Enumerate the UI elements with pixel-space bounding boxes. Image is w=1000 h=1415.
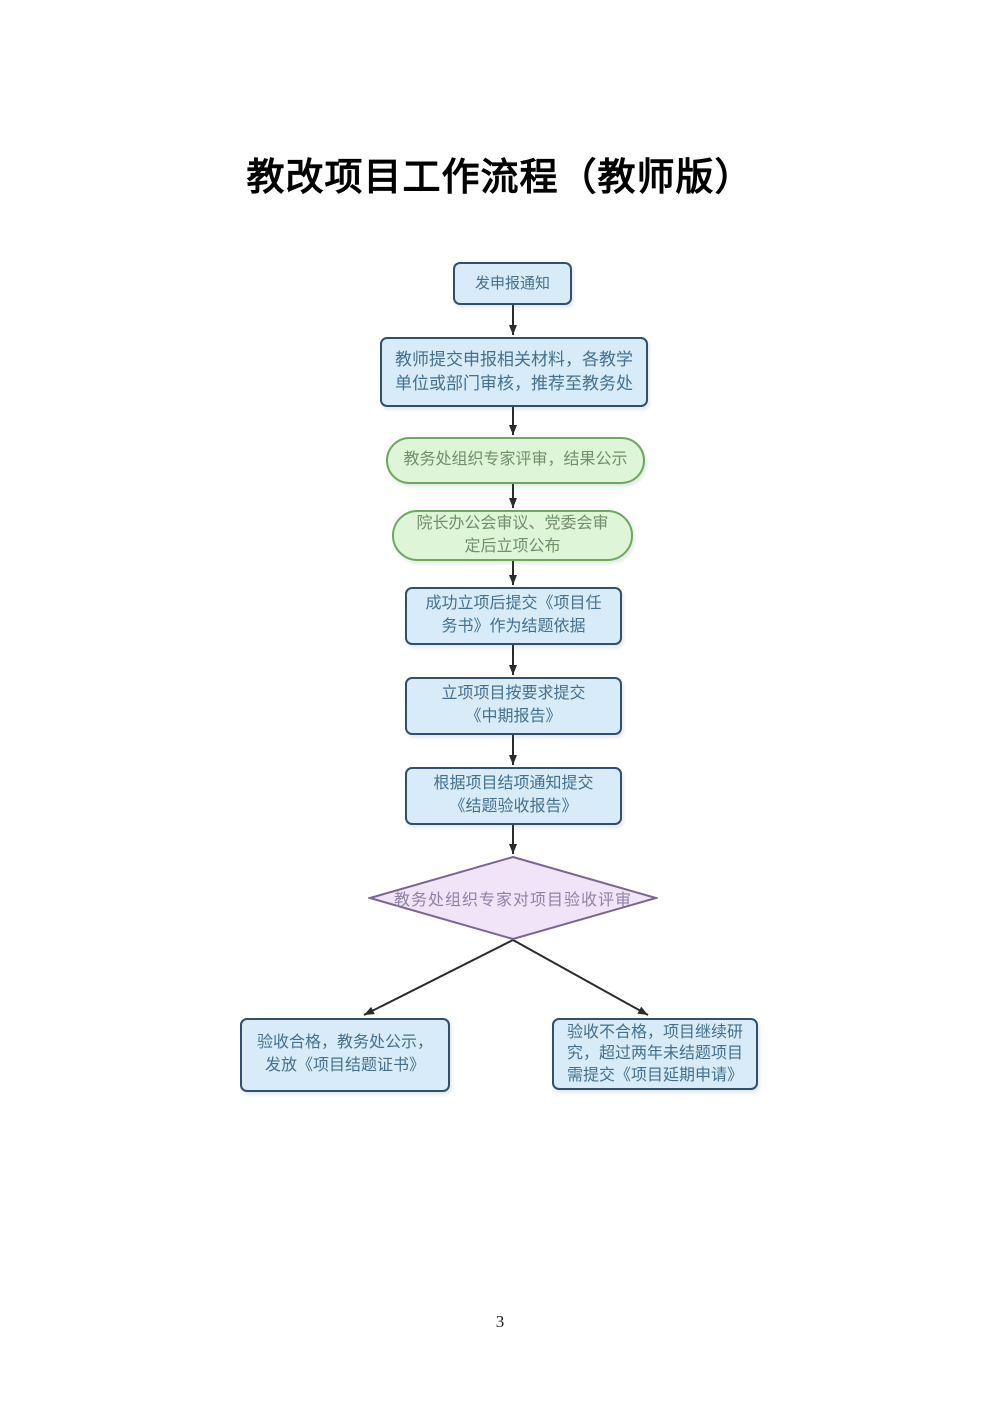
page-title: 教改项目工作流程（教师版） (246, 157, 754, 199)
node-issue-notice: 发申报通知 (453, 262, 572, 305)
node-label: 根据项目结项通知提交 《结题验收报告》 (433, 775, 594, 815)
node-label: 立项项目按要求提交 《中期报告》 (441, 685, 586, 725)
node-fail-result: 验收不合格，项目继续研 究，超过两年未结题项目 需提交《项目延期申请》 (552, 1018, 758, 1090)
node-acceptance-report: 根据项目结项通知提交 《结题验收报告》 (405, 767, 622, 825)
connector-pass (363, 939, 514, 1016)
node-task-book: 成功立项后提交《项目任 务书》作为结题依据 (405, 587, 622, 645)
decision-label: 教务处组织专家对项目验收评审 (393, 892, 632, 909)
node-midterm-report: 立项项目按要求提交 《中期报告》 (405, 677, 622, 735)
diamond-shape (368, 856, 658, 940)
connector-fail (512, 939, 649, 1016)
decision-acceptance-review: 教务处组织专家对项目验收评审 (368, 856, 658, 940)
node-label: 验收合格，教务处公示， 发放《项目结题证书》 (256, 1034, 433, 1074)
node-label: 院长办公会审议、党委会审 定后立项公布 (416, 514, 609, 555)
node-label: 成功立项后提交《项目任 务书》作为结题依据 (425, 595, 602, 635)
node-submit-materials: 教师提交申报相关材料，各教学 单位或部门审核，推荐至教务处 (380, 337, 648, 407)
node-approval-announce: 院长办公会审议、党委会审 定后立项公布 (392, 510, 633, 561)
node-expert-review: 教务处组织专家评审，结果公示 (386, 437, 645, 484)
node-label: 教务处组织专家评审，结果公示 (403, 451, 628, 469)
page-number: 3 (495, 1312, 505, 1331)
node-pass-result: 验收合格，教务处公示， 发放《项目结题证书》 (240, 1018, 450, 1092)
node-label: 发申报通知 (474, 274, 550, 292)
node-label: 教师提交申报相关材料，各教学 单位或部门审核，推荐至教务处 (395, 349, 633, 393)
node-label: 验收不合格，项目继续研 究，超过两年未结题项目 需提交《项目延期申请》 (566, 1023, 743, 1084)
